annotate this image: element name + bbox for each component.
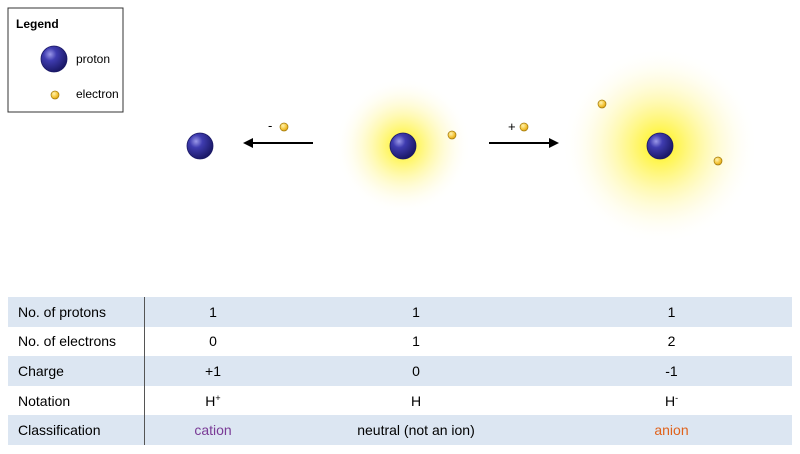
add-electron-arrow: + — [489, 119, 559, 148]
anion-cell: 1 — [551, 297, 792, 327]
neutral-cell: 0 — [281, 356, 551, 386]
right-arrow-sign: + — [508, 119, 516, 134]
ion-comparison-table: No. of protons 1 1 1 No. of electrons 0 … — [8, 297, 792, 445]
neutral-electron-icon — [447, 130, 457, 140]
row-label: Notation — [8, 385, 145, 416]
table-row: No. of electrons 0 1 2 — [8, 326, 792, 357]
table-row: Classification cation neutral (not an io… — [8, 415, 792, 445]
ion-diagram: Legend proton electron - + — [7, 7, 758, 244]
table-row: No. of protons 1 1 1 — [8, 297, 792, 327]
left-arrow-electron-icon — [279, 122, 289, 132]
cation-cell: H+ — [145, 386, 282, 416]
cation-cell: +1 — [144, 356, 281, 386]
anion-cell: H- — [551, 386, 792, 416]
left-arrow-sign: - — [268, 118, 272, 133]
cation-proton-icon — [186, 132, 214, 160]
cation-classification: cation — [144, 415, 281, 445]
row-label: Classification — [8, 415, 145, 445]
table-row: Charge +1 0 -1 — [8, 356, 792, 386]
neutral-atom — [335, 78, 471, 214]
anion-notation-sup: - — [675, 392, 679, 403]
legend-electron-label: electron — [76, 87, 119, 101]
anion-classification: anion — [551, 415, 792, 445]
neutral-classification: neutral (not an ion) — [281, 415, 551, 445]
legend: Legend proton electron — [7, 7, 124, 113]
anion-cell: -1 — [551, 356, 792, 386]
neutral-cell: 1 — [412, 333, 420, 350]
cation-cell: 0 — [209, 333, 217, 350]
anion-notation: H — [664, 392, 676, 409]
neutral-cell: H — [410, 392, 422, 409]
legend-proton-label: proton — [76, 52, 110, 66]
legend-electron-icon — [50, 90, 60, 100]
anion-cell: 2 — [667, 333, 676, 350]
remove-electron-arrow: - — [243, 118, 313, 148]
legend-proton-icon — [40, 45, 68, 73]
neutral-cell: 1 — [281, 297, 551, 327]
anion-electron-icon — [713, 156, 723, 166]
cation-notation: H — [205, 392, 216, 409]
row-label: No. of protons — [8, 297, 145, 327]
cation-cell: 1 — [144, 297, 281, 327]
legend-title: Legend — [16, 17, 59, 31]
anion-atom — [562, 48, 758, 244]
table-row: Notation H+ H H- — [8, 385, 792, 416]
row-label: No. of electrons — [8, 326, 145, 357]
neutral-proton-icon — [389, 132, 417, 160]
cation-notation-sup: + — [215, 392, 221, 403]
anion-proton-icon — [646, 132, 674, 160]
anion-electron-icon — [597, 99, 607, 109]
right-arrow-electron-icon — [519, 122, 529, 132]
row-label: Charge — [8, 356, 145, 386]
cation-atom — [186, 132, 214, 160]
